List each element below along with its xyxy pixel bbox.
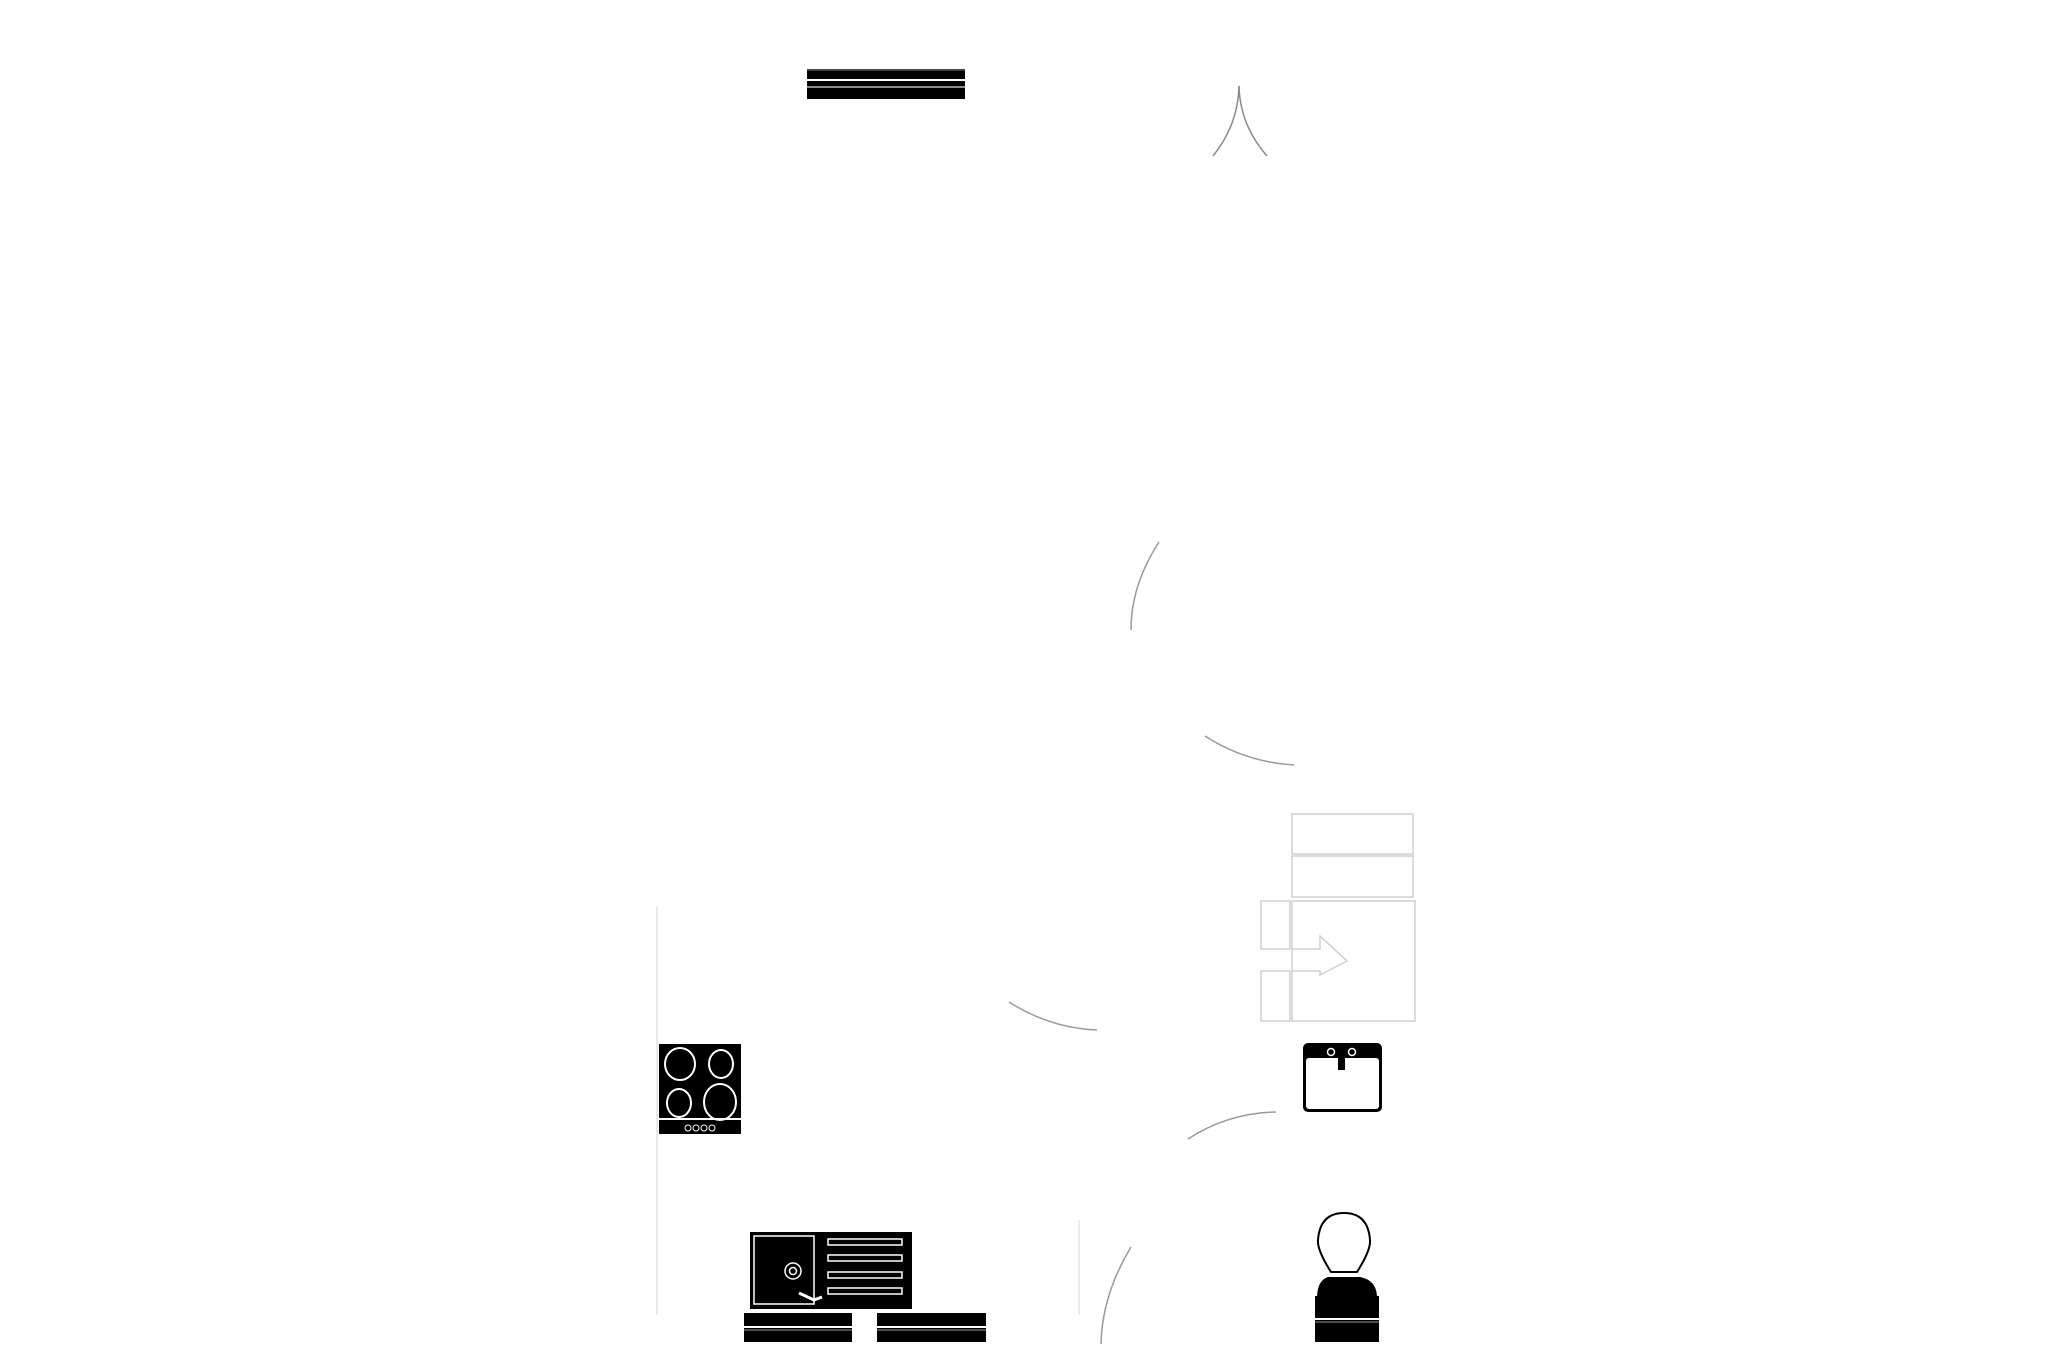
cooktop-icon <box>659 1044 741 1134</box>
door-swing-icon <box>1212 85 1268 157</box>
counter-icon <box>744 1313 986 1342</box>
kitchen-sink-icon <box>750 1232 912 1309</box>
window-icon <box>807 69 965 99</box>
toilet-icon <box>1315 1211 1379 1342</box>
bathroom-sink-icon <box>1303 1043 1382 1112</box>
wall-line <box>656 907 1080 1315</box>
arrow-right-icon <box>1292 934 1349 977</box>
door-swing-icon <box>1008 541 1295 1345</box>
closet-shelf-icon <box>1260 813 1416 1022</box>
